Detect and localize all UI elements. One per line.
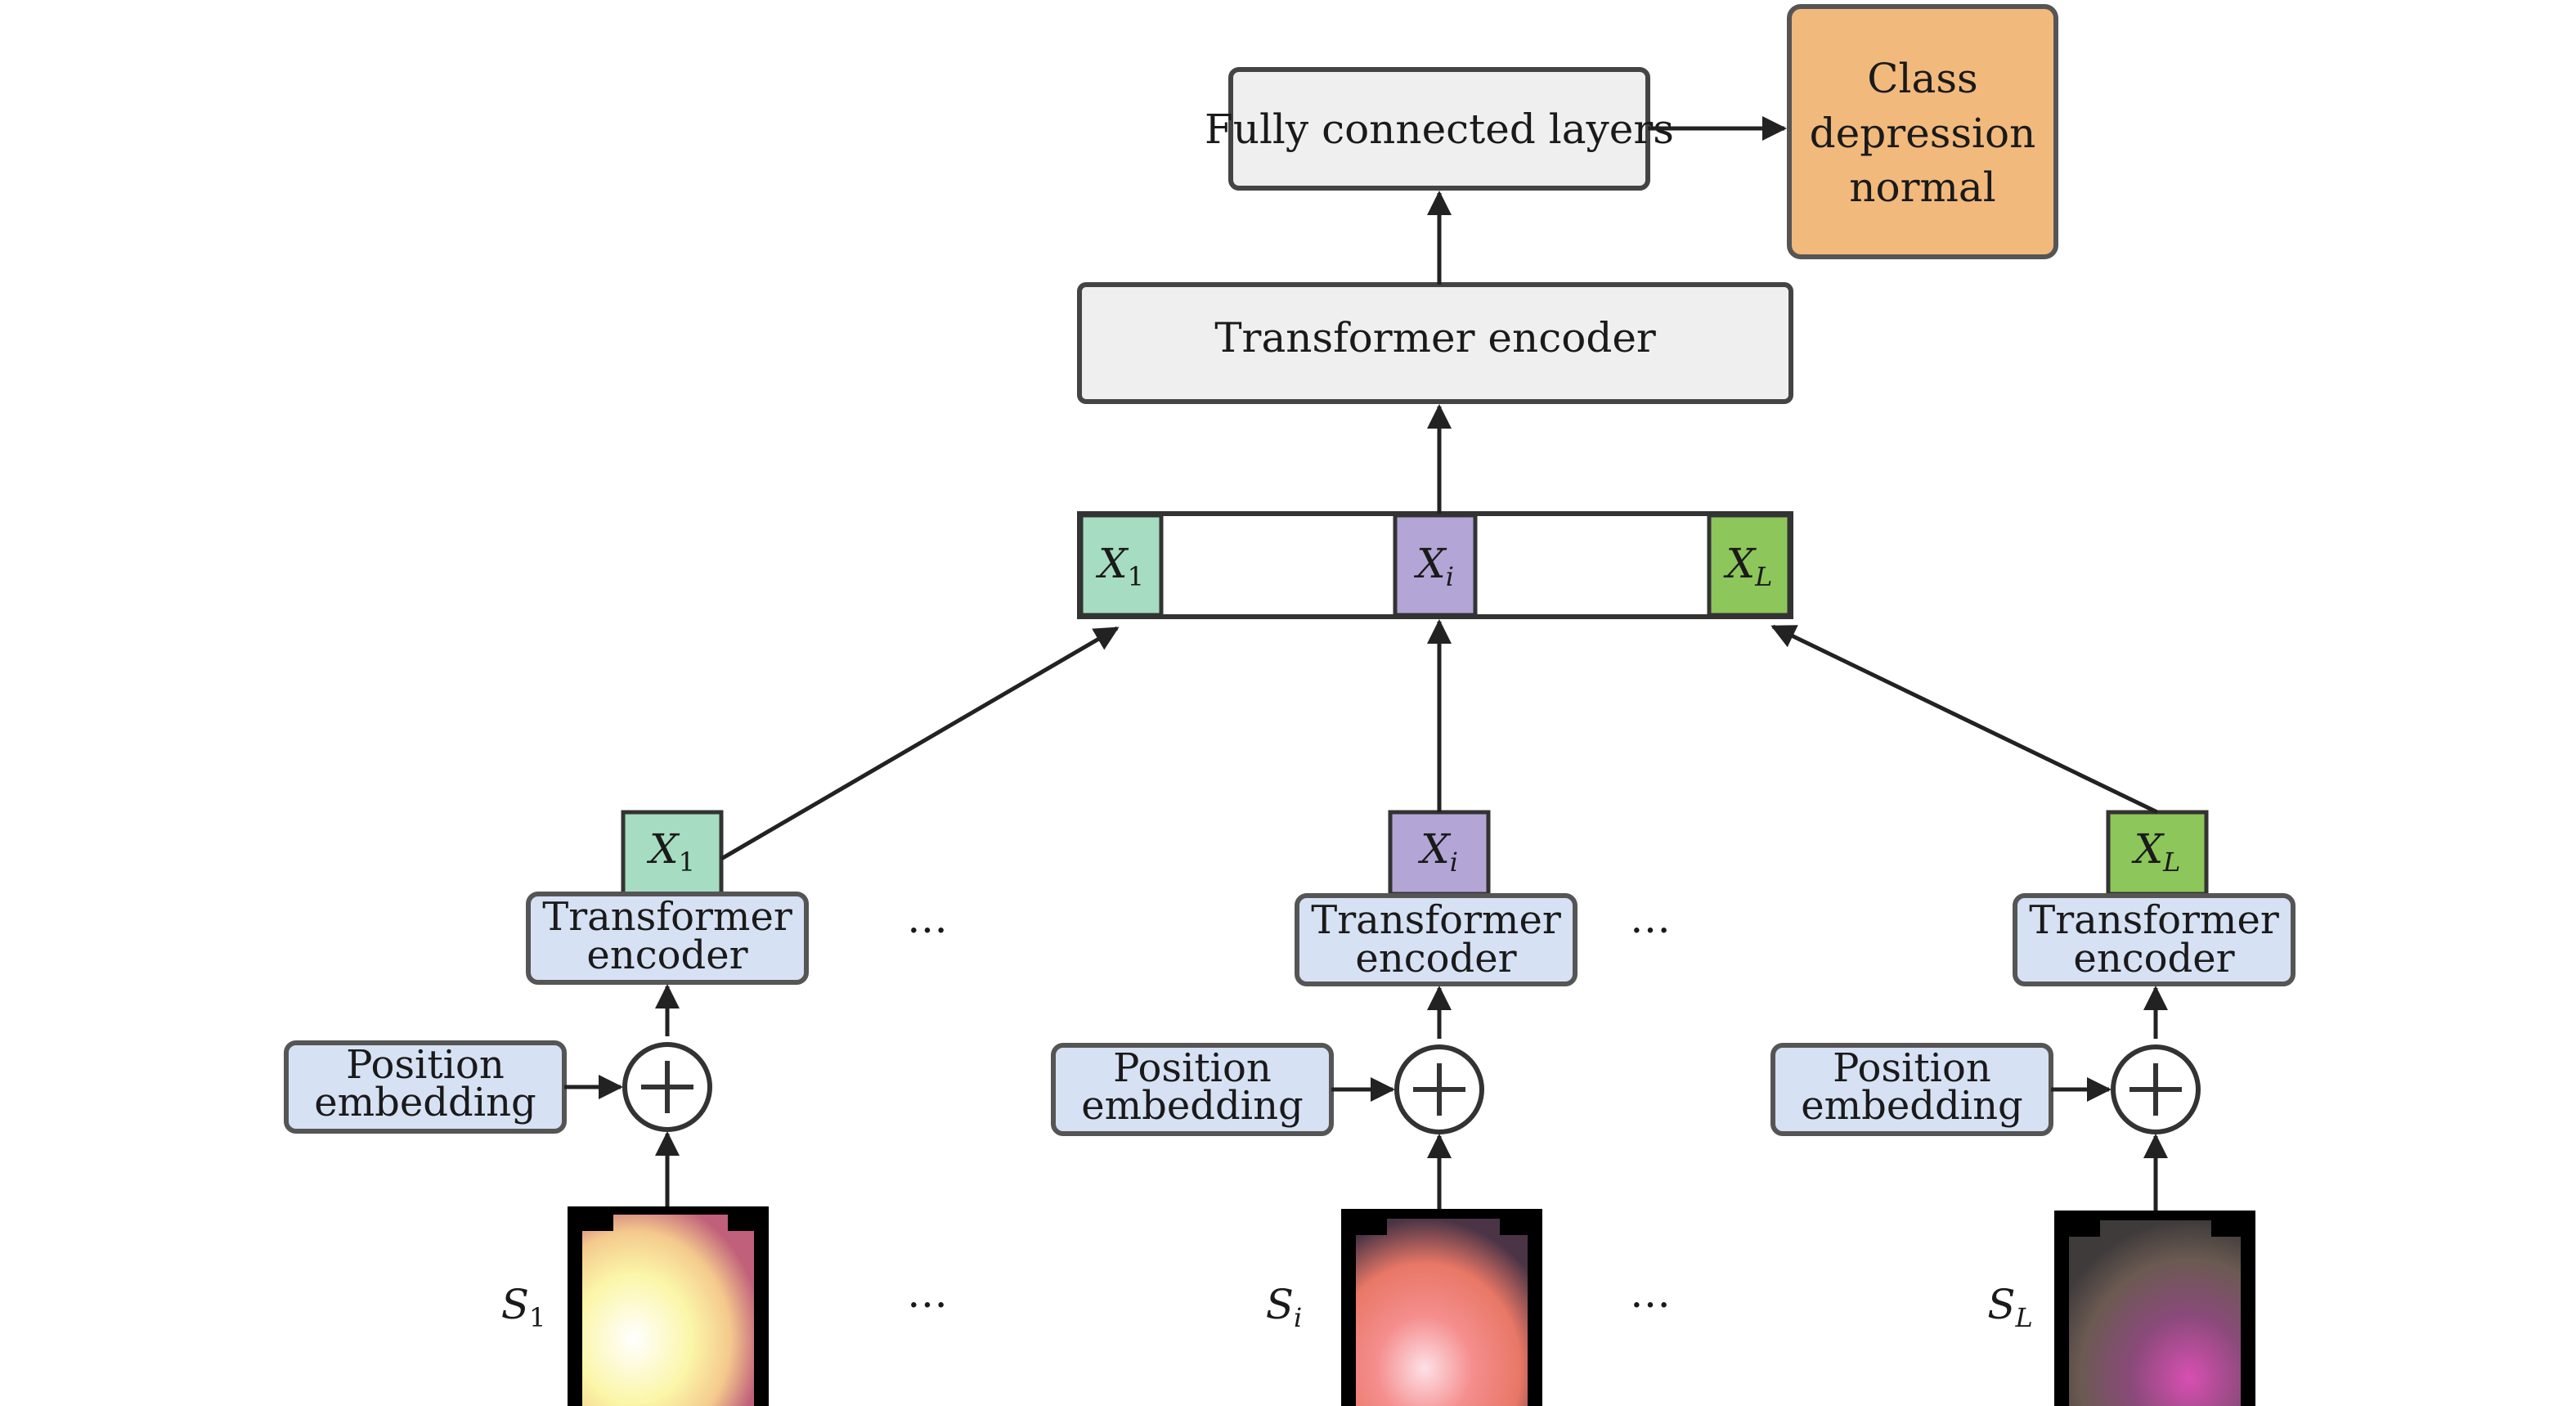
top-transformer-encoder-box	[1077, 282, 1793, 404]
class-output-box	[1787, 4, 2058, 259]
branch-i-transformer-encoder-label-1: Transformer	[1311, 897, 1561, 943]
token-xl-seq-label: XL	[1723, 540, 1773, 592]
ellipsis-upper-left: …	[907, 895, 948, 942]
fully-connected-label: Fully connected layers	[1205, 106, 1674, 153]
branch-l-token-xl-label: XL	[2131, 825, 2181, 878]
branch-1-slice-label: S1	[501, 1281, 546, 1333]
branch-i-transformer-encoder-box	[1295, 893, 1577, 986]
branch-l: XL Transformer encoder Position embeddin…	[1770, 810, 2296, 1406]
branch-1-slice-image	[582, 1215, 754, 1406]
token-xi-seq	[1393, 513, 1478, 618]
branch-1-transformer-encoder-label-2: encoder	[586, 932, 747, 978]
branch-l-slice-label: SL	[1987, 1281, 2033, 1333]
branch-1-token-x1-label: X1	[646, 825, 695, 878]
top-transformer-encoder-label: Transformer encoder	[1214, 314, 1656, 362]
token-x1-seq-label: X1	[1095, 540, 1144, 592]
branch-i-slice-label: Si	[1266, 1281, 1303, 1333]
branch-i-transformer-encoder-label-2: encoder	[1355, 936, 1516, 982]
branch-1-position-embedding-label-1: Position	[346, 1042, 505, 1088]
class-normal-label: normal	[1849, 164, 1995, 211]
branch-i: Xi Transformer encoder Position embeddin…	[1051, 810, 1577, 1406]
branch-l-position-embedding-label-2: embedding	[1801, 1083, 2023, 1129]
ellipsis-lower-right: …	[1630, 1269, 1671, 1317]
branch-i-slice-image	[1356, 1219, 1528, 1406]
branch-l-transformer-encoder-label-2: encoder	[2073, 936, 2234, 982]
class-label: Class	[1867, 55, 1977, 102]
branch-1-position-embedding-label-2: embedding	[314, 1080, 536, 1125]
ellipsis-upper-right: …	[1630, 895, 1671, 942]
class-depression-label: depression	[1810, 110, 2036, 157]
branch-1: X1 Transformer encoder Position embeddin…	[284, 810, 809, 1406]
branch-1-token-x1	[621, 810, 724, 896]
token-xi-seq-label: Xi	[1413, 540, 1454, 592]
branch-i-position-embedding-label-2: embedding	[1081, 1083, 1304, 1129]
token-x1-seq	[1079, 513, 1164, 618]
arrow-branch-l-to-sequence	[1770, 624, 2159, 815]
token-xl-seq	[1707, 513, 1792, 618]
branch-l-transformer-encoder-box	[2013, 893, 2296, 986]
branch-i-token-xi-label: Xi	[1417, 825, 1458, 878]
branch-l-position-embedding-label-1: Position	[1833, 1045, 1991, 1091]
ellipsis-lower-left: …	[907, 1269, 948, 1317]
branch-1-transformer-encoder-box	[526, 892, 809, 985]
arrow-branch-1-to-sequence	[720, 626, 1120, 861]
branch-i-position-embedding-label-1: Position	[1113, 1045, 1272, 1091]
branch-l-transformer-encoder-label-1: Transformer	[2029, 897, 2279, 943]
branch-l-slice-image	[2069, 1220, 2241, 1406]
branch-1-transformer-encoder-label-1: Transformer	[542, 894, 792, 940]
